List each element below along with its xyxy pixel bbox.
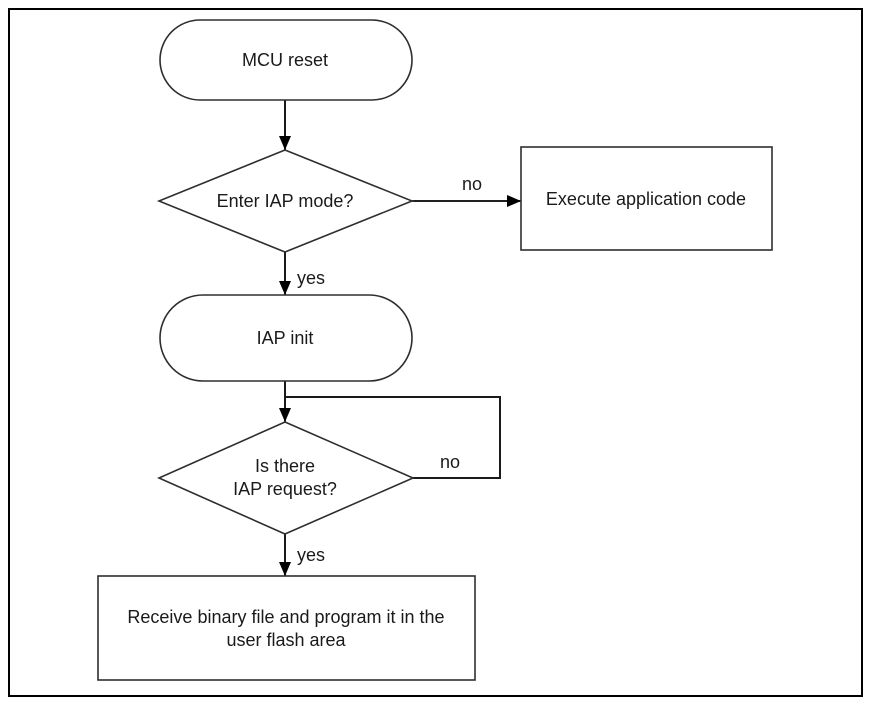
- node-is-there-iap-request-label-line1: Is there: [255, 456, 315, 476]
- edge-request-no-loop: [286, 396, 501, 479]
- page-border: [8, 8, 863, 697]
- node-iap-init: [159, 294, 413, 382]
- node-is-there-iap-request-label-line2: IAP request?: [233, 479, 337, 499]
- node-receive-binary-file: [97, 575, 476, 681]
- node-is-there-iap-request: [157, 421, 415, 535]
- node-execute-application-code-label: Execute application code: [546, 189, 746, 209]
- edge-label-no-2: no: [440, 452, 460, 472]
- node-mcu-reset: [159, 19, 413, 101]
- node-iap-init-label: IAP init: [257, 328, 314, 348]
- node-execute-application-code: [520, 146, 773, 251]
- node-receive-binary-file-label-line1: Receive binary file and program it in th…: [127, 607, 444, 627]
- edge-label-yes-2: yes: [297, 545, 325, 565]
- node-enter-iap-mode-label: Enter IAP mode?: [217, 191, 354, 211]
- node-enter-iap-mode: [156, 149, 415, 253]
- node-mcu-reset-label: MCU reset: [242, 50, 328, 70]
- edge-label-no-1: no: [462, 174, 482, 194]
- node-receive-binary-file-label-line2: user flash area: [226, 630, 346, 650]
- edge-label-yes-1: yes: [297, 268, 325, 288]
